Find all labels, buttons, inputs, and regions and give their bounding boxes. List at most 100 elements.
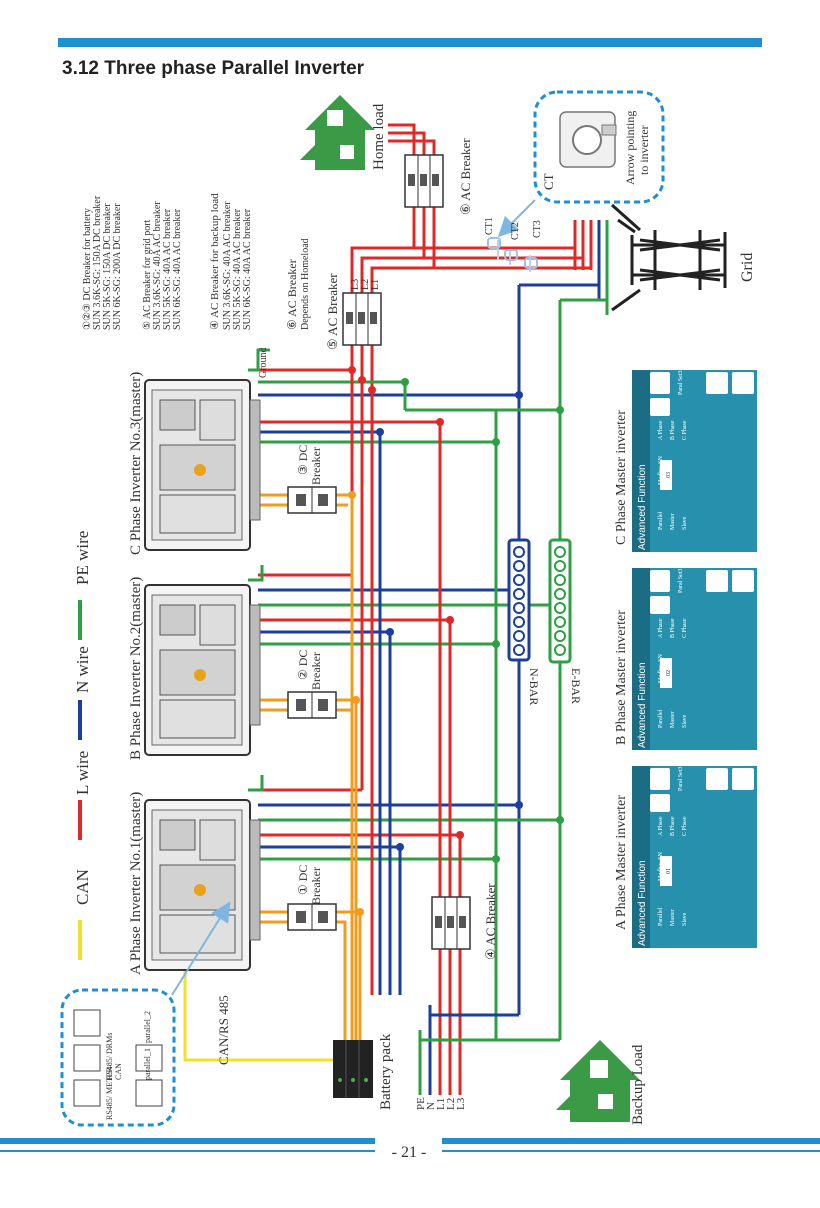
note-home-title: ⑥ AC Breaker: [285, 259, 299, 330]
svg-text:Parallel: Parallel: [658, 907, 664, 926]
ac-breaker-5: [342, 292, 382, 346]
dc-breaker-2-sub: Breaker: [309, 652, 323, 690]
e-bar-label: E-BAR: [569, 668, 583, 704]
port-can: CAN: [114, 1063, 123, 1080]
n-bar: [507, 538, 531, 662]
svg-text:Modbus SN: Modbus SN: [658, 851, 664, 881]
backup-load-icon: [556, 1040, 640, 1122]
footer-line-right: [442, 1150, 820, 1152]
ct-callout: [497, 90, 665, 238]
ac-breaker-4-label: ④ AC Breaker: [483, 883, 498, 960]
l3-top-label: L3: [350, 279, 361, 290]
inverter-3: [144, 379, 261, 551]
wires: [183, 123, 609, 1095]
ct-label: CT: [541, 173, 556, 190]
ground-label: Ground: [258, 347, 269, 378]
n-label: N: [425, 1102, 437, 1110]
inverter-1-label: A Phase Inverter No.1(master): [128, 792, 144, 975]
port-rs485-drms: RS485/ DRMs: [105, 1033, 114, 1080]
ac-breaker-6-label: ⑥ AC Breaker: [458, 138, 473, 215]
battery-pack-label: Battery pack: [378, 1033, 394, 1110]
screen-b-caption: B Phase Master inverter: [614, 610, 629, 745]
note-backup-line-2: SUN 5K-SG: 40A AC breaker: [232, 208, 243, 330]
home-load-icon: [300, 95, 375, 170]
footer-bar-right: [442, 1138, 820, 1144]
legend-n-wire: N wire: [73, 646, 92, 693]
home-load-label: Home load: [371, 103, 387, 170]
screen-c: [632, 370, 757, 552]
note-dc-title: ①②③ DC Breaker for battery: [82, 208, 93, 330]
port-rs485-meter: RS485/ METER: [105, 1066, 114, 1120]
svg-text:Master: Master: [670, 909, 676, 926]
svg-text:Master: Master: [670, 711, 676, 728]
notes: ①②③ DC Breaker for battery SUN 3.6K-SG: …: [82, 193, 311, 330]
note-backup-line-1: SUN 3.6K-SG: 40A AC breaker: [222, 201, 233, 330]
note-dc-line-3: SUN 6K-SG: 200A DC breaker: [112, 203, 123, 330]
dc-breaker-1-sub: Breaker: [309, 867, 323, 905]
ct2-label: CT2: [510, 222, 521, 240]
svg-text:A Phase: A Phase: [658, 816, 664, 836]
svg-text:03: 03: [666, 472, 672, 478]
screen-c-header: Advanced Function: [637, 464, 648, 550]
note-backup-line-3: SUN 6K-SG: 40A AC breaker: [242, 208, 253, 330]
screen-a-caption: A Phase Master inverter: [614, 795, 629, 930]
footer-bar-left: [0, 1138, 375, 1144]
screen-a: [632, 766, 757, 948]
port-callout: [60, 901, 231, 1127]
svg-text:Slave: Slave: [682, 912, 688, 926]
legend-pe-wire: PE wire: [73, 531, 92, 585]
legend-can: CAN: [73, 869, 92, 905]
page-number: - 21 -: [391, 1144, 427, 1161]
svg-text:B Phase: B Phase: [670, 618, 676, 638]
can-rs485-label: CAN/RS 485: [216, 995, 231, 1065]
inverter-2: [144, 584, 261, 756]
inverter-2-label: B Phase Inverter No.2(master): [128, 577, 144, 760]
footer-line-left: [0, 1150, 375, 1152]
grid-tower-icon: [611, 203, 727, 312]
svg-text:A Phase: A Phase: [658, 420, 664, 440]
screen-b-text: Parallel Master Slave Modbus SN 02 A Pha…: [658, 569, 688, 729]
screen-a-text: Parallel Master Slave Modbus SN 01 A Pha…: [658, 767, 688, 927]
section-title: 3.12 Three phase Parallel Inverter: [62, 58, 365, 79]
svg-text:C Phase: C Phase: [682, 816, 688, 836]
svg-text:A Phase: A Phase: [658, 618, 664, 638]
grid-label: Grid: [739, 253, 756, 282]
svg-text:Master: Master: [670, 513, 676, 530]
ac-breaker-6: [404, 154, 444, 208]
screen-c-caption: C Phase Master inverter: [614, 410, 629, 545]
ct-note-line-1: Arrow pointing: [623, 111, 637, 185]
dc-breaker-3: [287, 486, 337, 514]
svg-text:Paral Set3: Paral Set3: [678, 767, 684, 792]
ct-sensors: [487, 237, 538, 269]
note-dc-line-2: SUN 5K-SG: 150A DC breaker: [102, 203, 113, 330]
dc-breaker-2: [287, 691, 337, 719]
svg-text:Slave: Slave: [682, 714, 688, 728]
junction-dots: [348, 366, 564, 916]
screen-b-header: Advanced Function: [637, 662, 648, 748]
dc-breaker-1-label: ① DC: [296, 865, 310, 895]
ac-breaker-5-label: ⑤ AC Breaker: [325, 273, 340, 350]
svg-text:Modbus SN: Modbus SN: [658, 455, 664, 485]
ac-breaker-4: [431, 896, 471, 950]
svg-text:Modbus SN: Modbus SN: [658, 653, 664, 683]
port-parallel-2: parallel_2: [143, 1011, 152, 1043]
note-dc-line-1: SUN 3.6K-SG: 150A DC breaker: [92, 195, 103, 330]
l3-label: L3: [455, 1097, 467, 1110]
dc-breaker-1: [287, 903, 337, 931]
pe-label: PE: [415, 1097, 427, 1110]
port-parallel-1: parallel_1: [143, 1048, 152, 1080]
l1-top-label: L1: [370, 279, 381, 290]
e-bar: [548, 538, 572, 664]
svg-text:01: 01: [666, 868, 672, 874]
battery-pack-icon: [333, 1040, 373, 1098]
l2-top-label: L2: [360, 279, 371, 290]
note-grid-line-1: SUN 3.6K-SG: 40A AC breaker: [152, 201, 163, 330]
note-grid-title: ⑤ AC Breaker for grid port: [142, 219, 153, 330]
svg-text:Slave: Slave: [682, 516, 688, 530]
dc-breaker-2-label: ② DC: [296, 650, 310, 680]
note-grid-line-3: SUN 6K-SG: 40A AC breaker: [172, 208, 183, 330]
svg-text:02: 02: [666, 670, 672, 676]
l1-label: L1: [435, 1098, 447, 1110]
inverter-3-label: C Phase Inverter No.3(master): [128, 372, 144, 555]
svg-text:B Phase: B Phase: [670, 420, 676, 440]
